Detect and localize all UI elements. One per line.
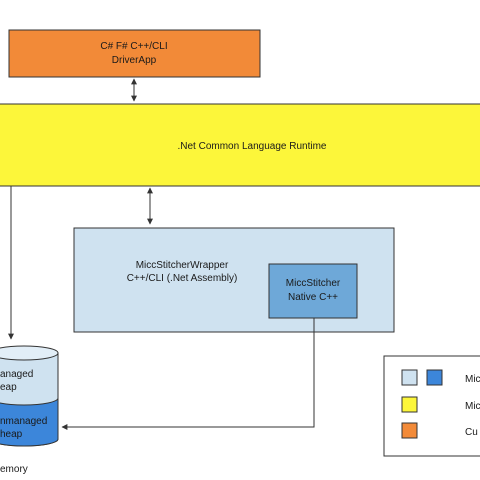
native-rect bbox=[268, 263, 358, 319]
native-heap-arrow bbox=[61, 318, 315, 430]
legend-swatch-blue bbox=[426, 369, 443, 386]
cylinder-top bbox=[0, 345, 59, 361]
wrapper-line2: C++/CLI (.Net Assembly) bbox=[127, 273, 238, 284]
legend: Mic Mic Cu bbox=[383, 355, 480, 457]
legend-swatch-orange bbox=[401, 422, 418, 439]
native-line1: MiccStitcher bbox=[286, 278, 341, 289]
memory-caption: emory bbox=[0, 464, 28, 475]
legend-swatch-light-blue bbox=[401, 369, 418, 386]
managed-heap-line1: anaged bbox=[0, 369, 33, 380]
driver-app-line1: C# F# C++/CLI bbox=[100, 41, 167, 52]
legend-row3-label: Cu bbox=[465, 427, 478, 438]
unmanaged-heap-line1: nmanaged bbox=[0, 416, 47, 427]
driver-app-line2: DriverApp bbox=[112, 55, 157, 66]
clr-band: .Net Common Language Runtime bbox=[0, 103, 480, 187]
legend-row1-label: Mic bbox=[465, 374, 480, 385]
native-line2: Native C++ bbox=[288, 292, 338, 303]
managed-heap-line2: eap bbox=[0, 382, 17, 393]
clr-rect bbox=[0, 103, 480, 187]
memory-cylinder: anaged eap nmanaged heap emory bbox=[0, 345, 59, 475]
legend-swatch-yellow bbox=[401, 396, 418, 413]
unmanaged-heap-line2: heap bbox=[0, 429, 23, 440]
legend-row2-label: Mic bbox=[465, 401, 480, 412]
driver-app-box: C# F# C++/CLI DriverApp bbox=[8, 29, 261, 78]
unmanaged-heap-body bbox=[0, 397, 59, 447]
native-box: MiccStitcher Native C++ bbox=[268, 263, 358, 319]
driver-app-rect bbox=[8, 29, 261, 78]
wrapper-line1: MiccStitcherWrapper bbox=[136, 260, 229, 271]
clr-label: .Net Common Language Runtime bbox=[178, 141, 327, 152]
